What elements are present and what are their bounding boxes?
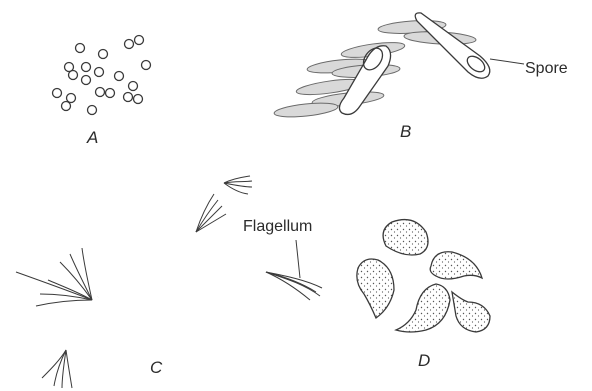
panel-a-letter: A xyxy=(86,128,98,147)
panel-b-letter: B xyxy=(400,122,411,141)
spore-label: Spore xyxy=(525,60,568,77)
spore-cell-right xyxy=(415,13,490,78)
vibrio-cells xyxy=(357,220,490,332)
panel-d-letter: D xyxy=(418,351,430,370)
spiral-cells xyxy=(66,182,266,350)
panel-b-bacilli: Spore B xyxy=(274,13,568,141)
panel-d-vibrios: D xyxy=(357,220,490,370)
flagellum-label: Flagellum xyxy=(243,218,312,235)
flagellum-leader-line xyxy=(296,240,300,278)
spore-leader-line xyxy=(490,59,524,64)
panel-c-spirilla: Flagellum C xyxy=(16,176,322,388)
panel-a-cocci: A xyxy=(53,36,151,148)
cocci-cluster xyxy=(53,36,151,115)
panel-c-letter: C xyxy=(150,358,163,377)
